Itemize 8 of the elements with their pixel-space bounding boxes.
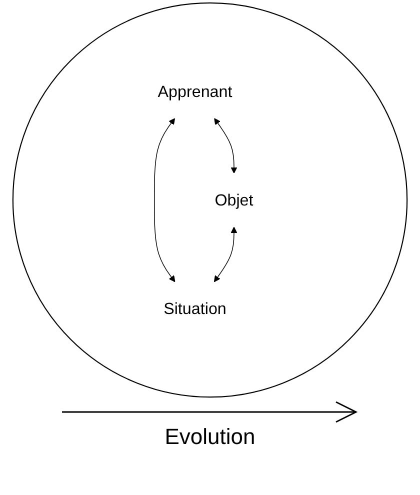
- arrow: [154, 118, 176, 282]
- arrow: [214, 226, 238, 282]
- arrow: [214, 118, 238, 174]
- axis-label: Evolution: [164, 424, 256, 450]
- node-text: Situation: [164, 299, 226, 318]
- node-text: Objet: [214, 190, 254, 210]
- node-text: Apprenant: [158, 82, 232, 101]
- circle-outline: [12, 2, 408, 398]
